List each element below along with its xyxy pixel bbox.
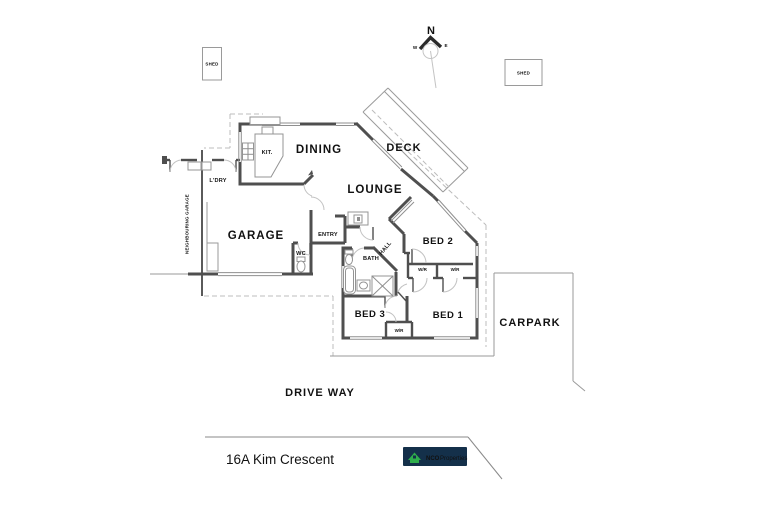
sheds: SHED SHED bbox=[202, 47, 543, 86]
neighbouring-garage-structure bbox=[150, 150, 240, 296]
company-logo: NCO Properties bbox=[403, 447, 467, 466]
room-label-lounge: LOUNGE bbox=[347, 184, 402, 196]
room-label-bed2: BED 2 bbox=[423, 236, 453, 247]
logo-brand-suffix: Properties bbox=[440, 456, 467, 462]
wc-toilet bbox=[296, 256, 306, 273]
room-label-wr-bottom: W/R bbox=[395, 328, 404, 333]
room-label-dining: DINING bbox=[296, 144, 342, 156]
compass: N W E bbox=[413, 25, 448, 89]
title-block: 16A Kim Crescent NCO Properties bbox=[205, 436, 503, 480]
kitchen-bay-window bbox=[249, 116, 281, 125]
bath-tub bbox=[343, 265, 356, 295]
room-label-wr-left: W/R bbox=[418, 267, 427, 272]
room-labels: DINING KIT. LOUNGE GARAGE L'DRY ENTRY WC… bbox=[185, 142, 560, 399]
deck-label: DECK bbox=[386, 142, 421, 154]
room-label-bath: BATH bbox=[363, 256, 379, 262]
neighbouring-garage-label: NEIGHBOURING GARAGE bbox=[185, 194, 190, 254]
shower bbox=[371, 275, 394, 297]
carpark-label: CARPARK bbox=[499, 317, 560, 329]
deck-structure bbox=[362, 87, 469, 193]
north-arrow-icon bbox=[418, 35, 443, 51]
room-label-garage: GARAGE bbox=[228, 230, 284, 242]
compass-north-label: N bbox=[427, 25, 435, 37]
compass-west-label: W bbox=[413, 45, 418, 50]
property-boundary bbox=[204, 113, 487, 356]
bath-vanity bbox=[356, 279, 371, 292]
kitchen-cooktop bbox=[242, 142, 254, 161]
compass-east-label: E bbox=[444, 43, 447, 48]
carpark-lines bbox=[330, 272, 586, 392]
room-label-kitchen: KIT. bbox=[262, 150, 273, 156]
room-label-wr-right: W/R bbox=[451, 267, 460, 272]
room-label-wc: WC bbox=[296, 251, 306, 257]
kitchen-sink bbox=[261, 126, 274, 135]
windows bbox=[238, 122, 479, 340]
shed-left-label: SHED bbox=[205, 62, 218, 67]
kitchen-bench bbox=[254, 133, 284, 178]
shed-right-label: SHED bbox=[517, 71, 530, 76]
room-label-hall: HALL bbox=[378, 240, 393, 256]
house-icon bbox=[408, 452, 421, 463]
address-title: 16A Kim Crescent bbox=[226, 452, 334, 467]
lounge-unit bbox=[347, 211, 369, 226]
house-walls bbox=[188, 121, 479, 340]
room-label-bed3: BED 3 bbox=[355, 309, 385, 320]
logo-brand: NCO bbox=[426, 456, 440, 462]
room-label-bed1: BED 1 bbox=[433, 310, 464, 321]
bath-toilet bbox=[344, 249, 354, 265]
shed-right-outline bbox=[504, 59, 543, 86]
shed-left-outline bbox=[202, 47, 222, 81]
driveway-label: DRIVE WAY bbox=[285, 387, 355, 399]
room-label-entry: ENTRY bbox=[318, 232, 338, 238]
title-rule-diagonal bbox=[467, 436, 503, 480]
room-label-laundry: L'DRY bbox=[209, 178, 226, 184]
fixtures bbox=[242, 116, 394, 297]
